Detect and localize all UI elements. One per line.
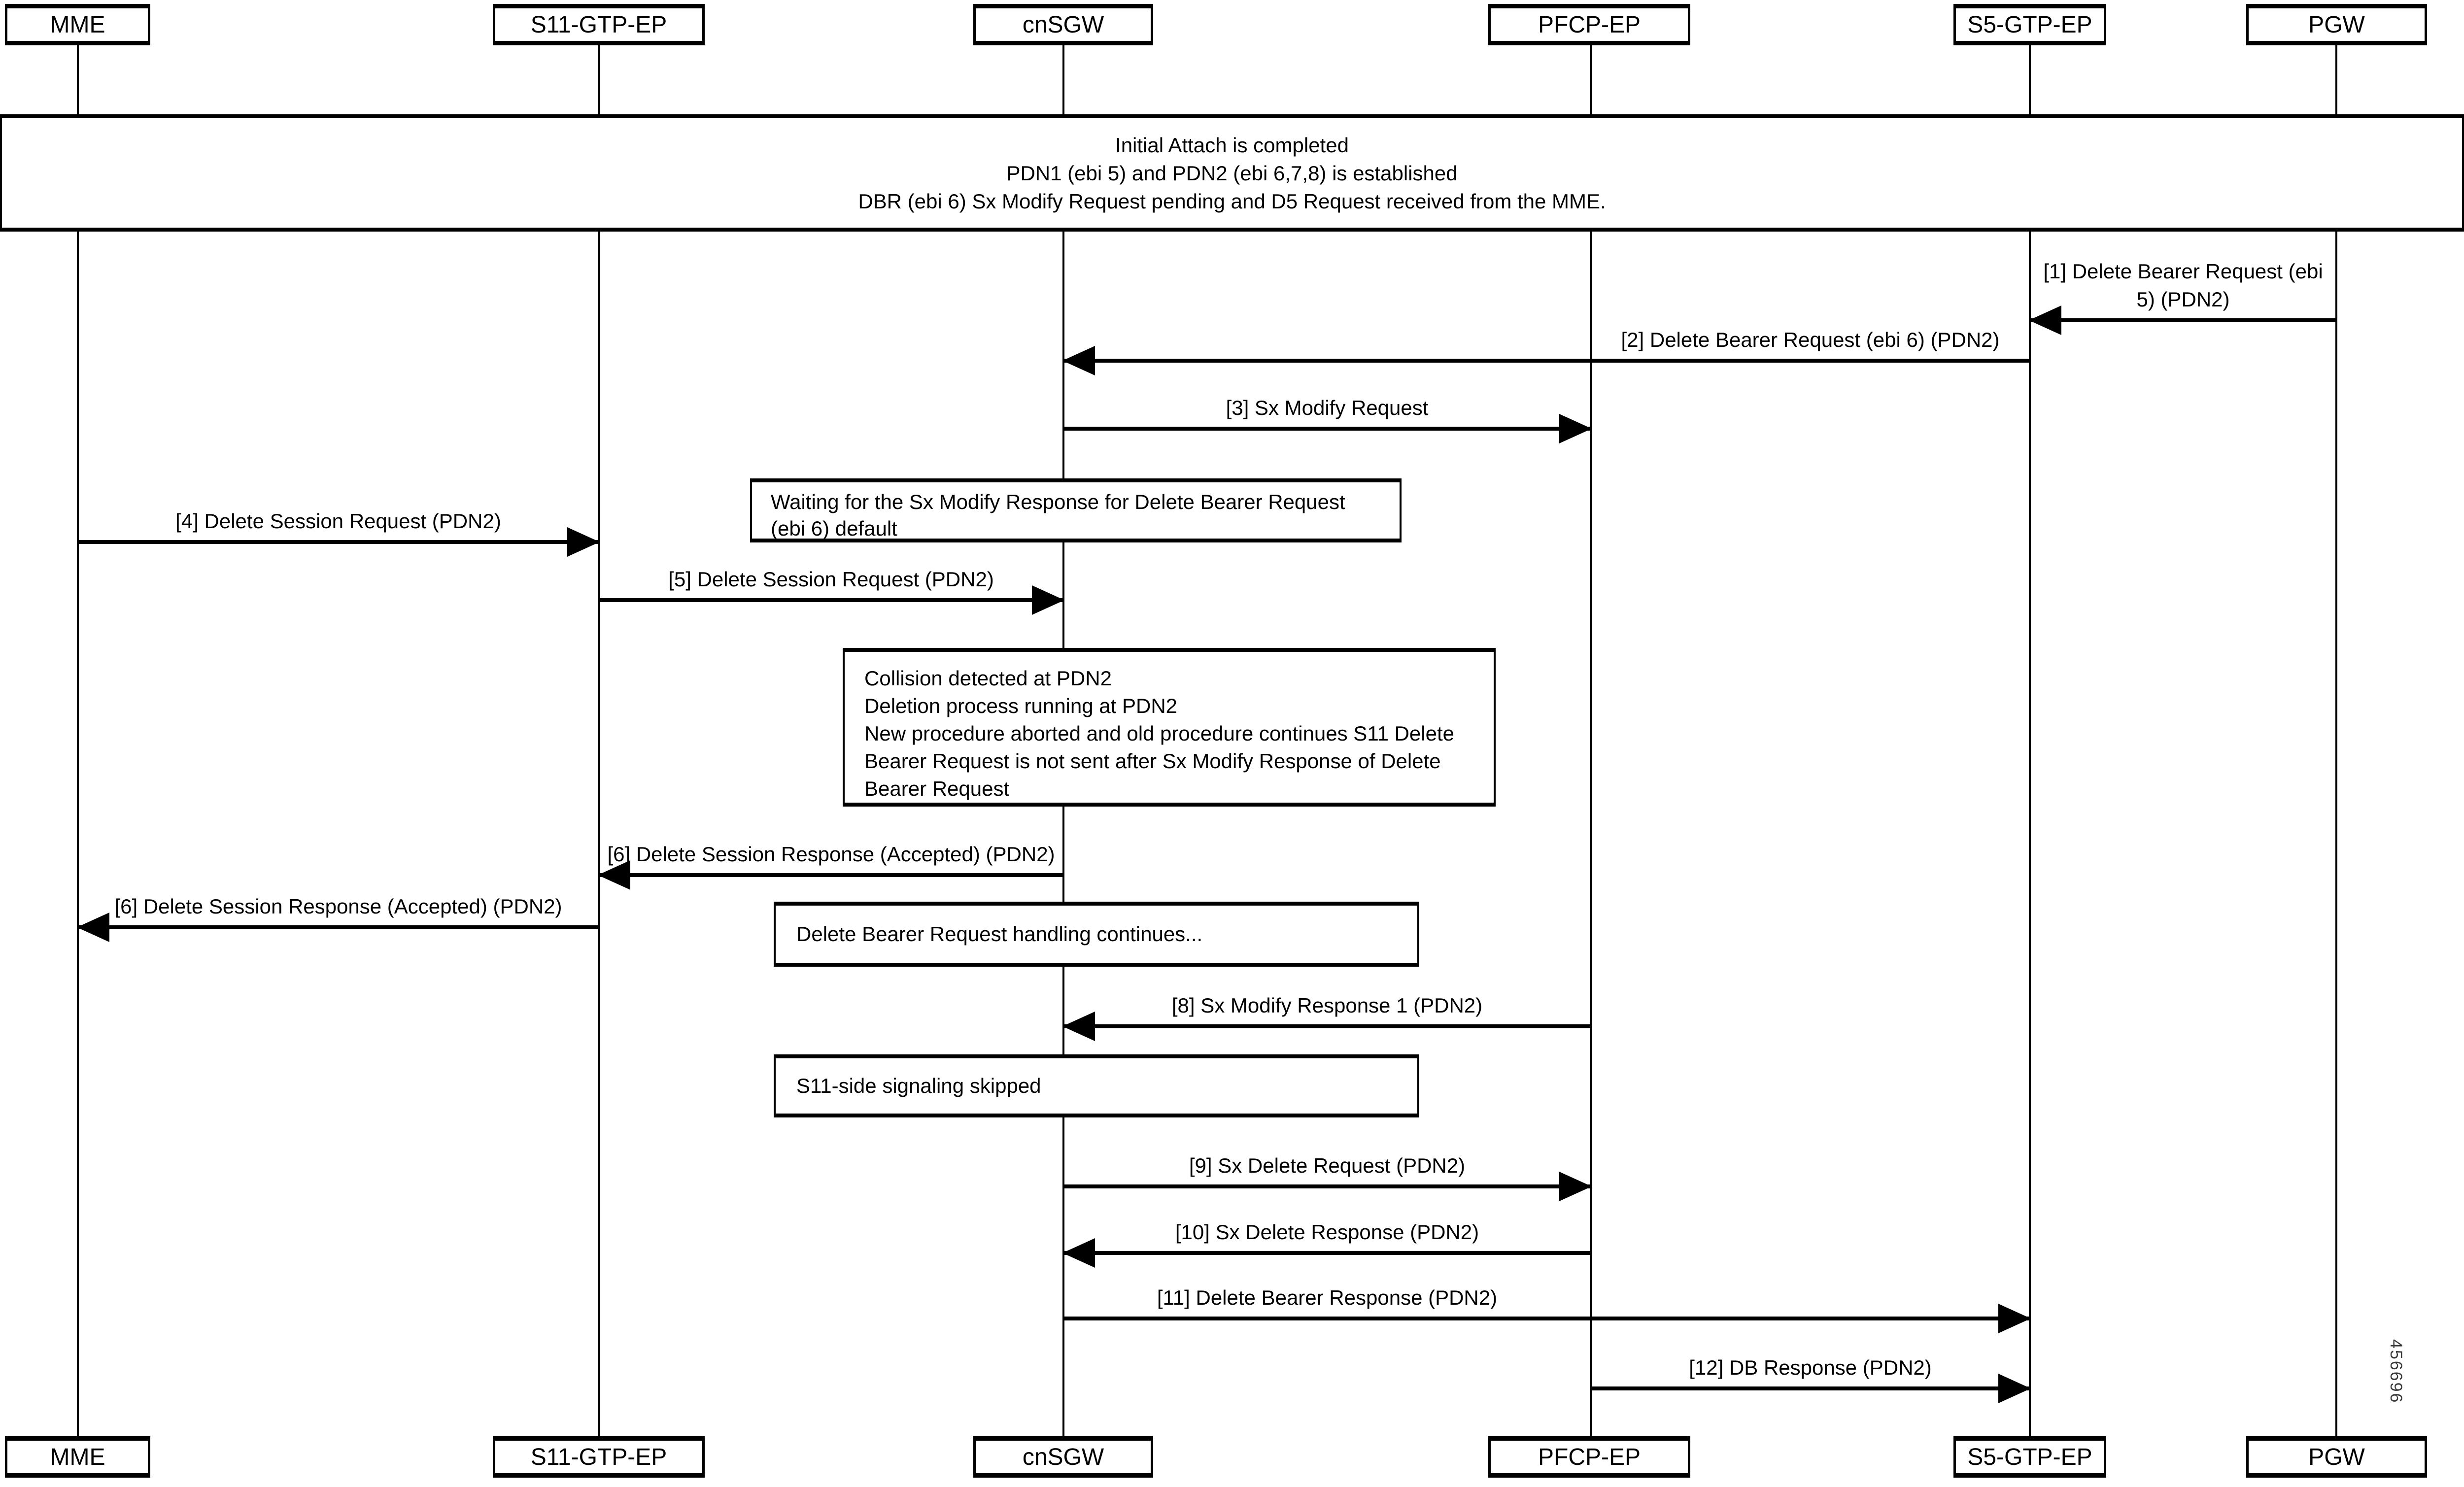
actor-top-cnsgw: cnSGW [973, 4, 1153, 45]
message-1-label-line: 5) (PDN2) [2136, 288, 2230, 311]
lifeline-pgw [2335, 44, 2337, 1437]
banner-line: Initial Attach is completed [1115, 134, 1349, 157]
message-5-label: [5] Delete Session Request (PDN2) [668, 568, 994, 591]
message-1-arrowhead [2029, 305, 2061, 335]
banner-line: PDN1 (ebi 5) and PDN2 (ebi 6,7,8) is est… [1006, 162, 1458, 185]
message-12-line [1591, 1386, 2030, 1390]
message-2-label: [2] Delete Bearer Request (ebi 6) (PDN2) [1621, 328, 2000, 351]
message-5-arrowhead [1032, 585, 1064, 615]
note-line: S11-side signaling skipped [796, 1074, 1041, 1097]
message-9-arrowhead [1559, 1172, 1592, 1201]
message-6-arrowhead [598, 860, 630, 890]
banner-line: DBR (ebi 6) Sx Modify Request pending an… [858, 190, 1606, 213]
actor-top-pfcp-ep: PFCP-EP [1488, 4, 1690, 45]
message-1-label: [1] Delete Bearer Request (ebi 5) (PDN2) [2030, 257, 2336, 313]
message-10-label: [10] Sx Delete Response (PDN2) [1175, 1220, 1479, 1244]
actor-top-s11-gtp-ep: S11-GTP-EP [493, 4, 705, 45]
lifeline-s11-gtp-ep [598, 44, 600, 1437]
note-collision-detected: Collision detected at PDN2 Deletion proc… [843, 648, 1496, 807]
message-1-line [2030, 318, 2336, 322]
actor-top-pgw: PGW [2246, 4, 2427, 45]
figure-number: 456696 [2387, 1339, 2405, 1404]
message-2-line [1063, 359, 2030, 363]
message-1-label-line: [1] Delete Bearer Request (ebi [2043, 260, 2323, 283]
actor-bottom-pgw: PGW [2246, 1436, 2427, 1478]
actor-top-mme: MME [5, 4, 150, 45]
message-11-arrowhead [1998, 1304, 2031, 1333]
actor-bottom-mme: MME [5, 1436, 150, 1478]
message-8-line [1063, 1024, 1591, 1028]
message-5-line [599, 598, 1063, 602]
actor-bottom-s5-gtp-ep: S5-GTP-EP [1953, 1436, 2106, 1478]
lifeline-pfcp-ep [1590, 44, 1592, 1437]
actor-bottom-s11-gtp-ep: S11-GTP-EP [493, 1436, 705, 1478]
note-dbr-handling-continues: Delete Bearer Request handling continues… [774, 902, 1419, 967]
message-9-label: [9] Sx Delete Request (PDN2) [1189, 1154, 1466, 1177]
actor-top-s5-gtp-ep: S5-GTP-EP [1953, 4, 2106, 45]
message-6b-arrowhead [77, 912, 109, 942]
message-4-arrowhead [567, 527, 600, 557]
message-8-arrowhead [1062, 1012, 1095, 1041]
message-11-line [1063, 1317, 2030, 1320]
message-6-line [599, 873, 1063, 877]
message-2-arrowhead [1062, 346, 1095, 375]
note-line: Deletion process running at PDN2 [864, 694, 1178, 717]
note-line: Bearer Request is not sent after Sx Modi… [864, 749, 1441, 773]
message-3-arrowhead [1559, 414, 1592, 443]
note-line: New procedure aborted and old procedure … [864, 722, 1454, 745]
lifeline-mme [77, 44, 79, 1437]
message-6b-label: [6] Delete Session Response (Accepted) (… [114, 895, 562, 918]
note-s11-signaling-skipped: S11-side signaling skipped [774, 1054, 1419, 1117]
message-4-label: [4] Delete Session Request (PDN2) [175, 509, 501, 533]
banner-note: Initial Attach is completed PDN1 (ebi 5)… [0, 114, 2464, 232]
actor-bottom-pfcp-ep: PFCP-EP [1488, 1436, 1690, 1478]
message-10-arrowhead [1062, 1238, 1095, 1268]
message-6-label: [6] Delete Session Response (Accepted) (… [607, 843, 1055, 866]
message-3-label: [3] Sx Modify Request [1226, 396, 1429, 419]
note-line: (ebi 6) default [771, 517, 897, 540]
actor-bottom-cnsgw: cnSGW [973, 1436, 1153, 1478]
note-line: Bearer Request [864, 777, 1010, 800]
lifeline-s5-gtp-ep [2029, 44, 2031, 1437]
message-12-label: [12] DB Response (PDN2) [1689, 1356, 1932, 1379]
message-9-line [1063, 1184, 1591, 1188]
note-waiting-sx-modify-response: Waiting for the Sx Modify Response for D… [750, 478, 1402, 542]
message-4-line [78, 540, 599, 544]
message-11-label: [11] Delete Bearer Response (PDN2) [1157, 1286, 1498, 1309]
message-3-line [1063, 427, 1591, 431]
message-12-arrowhead [1998, 1374, 2031, 1403]
message-8-label: [8] Sx Modify Response 1 (PDN2) [1171, 994, 1483, 1017]
message-10-line [1063, 1251, 1591, 1255]
note-line: Waiting for the Sx Modify Response for D… [771, 490, 1345, 513]
note-line: Delete Bearer Request handling continues… [796, 922, 1203, 946]
note-line: Collision detected at PDN2 [864, 667, 1112, 690]
message-6b-line [78, 925, 599, 929]
